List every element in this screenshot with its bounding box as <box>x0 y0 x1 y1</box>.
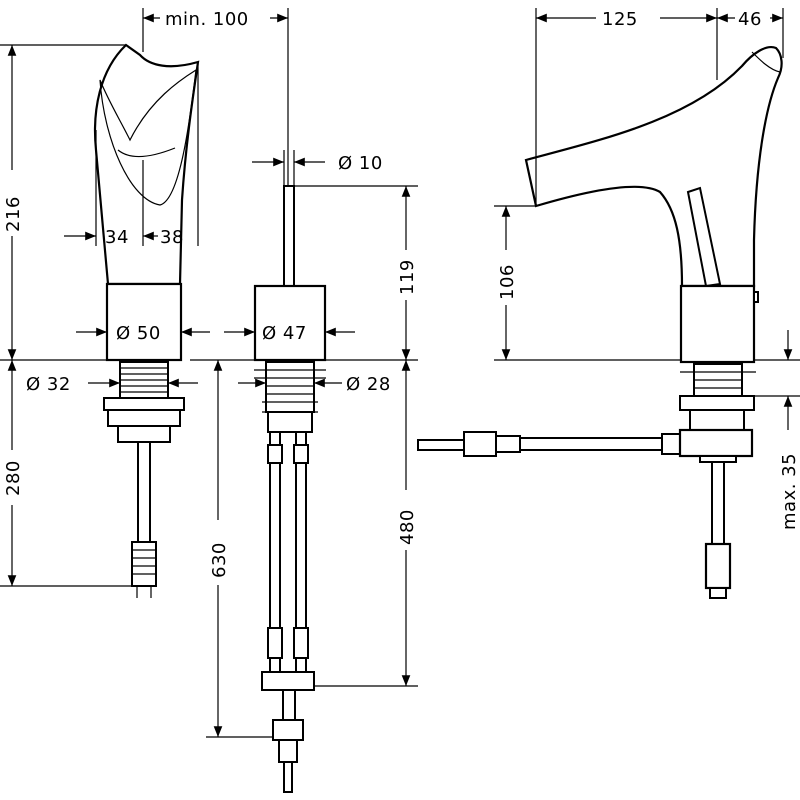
dim-right-width: 38 <box>160 227 184 248</box>
front-hose <box>137 441 151 543</box>
dim-projection: 125 <box>602 9 638 30</box>
front-spout-opening <box>99 68 197 206</box>
front-nut <box>103 397 185 411</box>
profile-hose-fitting <box>463 431 497 457</box>
side-fitting <box>261 671 315 691</box>
profile-view: 125 46 106 max. 35 <box>417 8 800 599</box>
profile-valve-block <box>678 428 754 458</box>
profile-body <box>679 284 756 364</box>
dim-body-diameter: Ø 50 <box>116 323 161 344</box>
front-connector <box>131 541 157 587</box>
profile-hose <box>519 437 681 451</box>
dim-tip: 46 <box>738 9 762 30</box>
profile-spout <box>524 46 783 288</box>
dim-side-shank-diameter: Ø 28 <box>346 374 391 395</box>
dim-side-body-diameter: Ø 47 <box>262 323 307 344</box>
profile-lever <box>686 186 722 288</box>
side-rod <box>283 185 295 287</box>
front-body <box>105 282 183 362</box>
dim-left-width: 34 <box>105 227 129 248</box>
dim-total-height: 216 <box>3 196 24 232</box>
dim-spout-clearance: min. 100 <box>165 9 249 30</box>
profile-hose-vertical <box>711 461 725 545</box>
side-view: Ø 10 119 Ø 47 Ø 28 630 480 <box>190 150 418 793</box>
side-body <box>253 284 327 362</box>
front-view: min. 100 216 34 38 Ø 50 Ø 32 280 <box>0 8 289 598</box>
side-end-fitting <box>272 719 304 741</box>
front-spout-body <box>93 43 200 286</box>
dim-total-below: 630 <box>209 542 230 578</box>
dim-spout-height: 106 <box>497 264 518 300</box>
dim-below-deck: 280 <box>3 460 24 496</box>
dim-shank-diameter: Ø 32 <box>26 374 71 395</box>
profile-connector <box>704 542 732 590</box>
dim-rod-height: 119 <box>397 259 418 295</box>
dim-hose-length: 480 <box>397 509 418 545</box>
dim-deck-thickness: max. 35 <box>779 453 800 530</box>
dim-rod-diameter: Ø 10 <box>338 153 383 174</box>
